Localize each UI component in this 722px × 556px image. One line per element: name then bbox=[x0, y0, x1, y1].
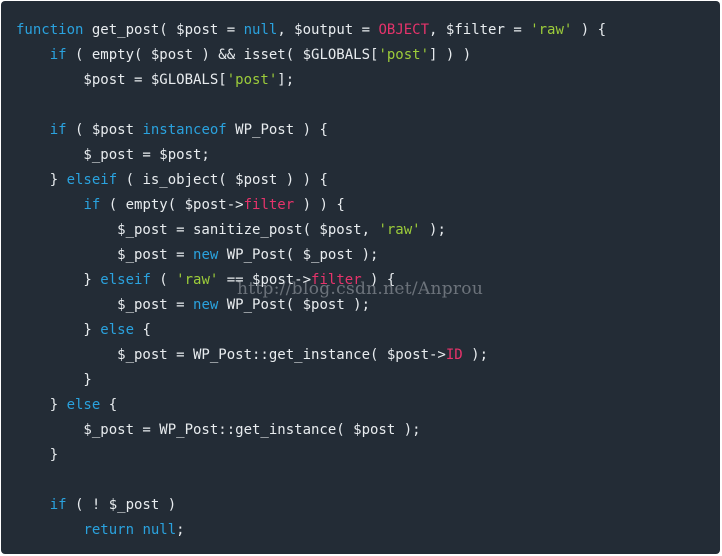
code-token-text bbox=[16, 197, 83, 213]
code-token-keyword: null bbox=[142, 522, 177, 538]
code-token-text: } bbox=[16, 397, 67, 413]
code-token-text: ) { bbox=[572, 22, 607, 38]
code-token-keyword: null bbox=[243, 22, 278, 38]
code-token-string: 'raw' bbox=[176, 272, 219, 288]
code-token-constant: filter bbox=[243, 197, 295, 213]
code-token-keyword: elseif bbox=[100, 272, 151, 288]
code-token-text: } bbox=[16, 447, 59, 463]
code-token-text: $_post = bbox=[16, 297, 194, 313]
code-token-text: } bbox=[16, 322, 101, 338]
code-token-text bbox=[16, 122, 50, 138]
code-token-constant: OBJECT bbox=[378, 22, 430, 38]
code-token-text bbox=[16, 47, 50, 63]
code-line: } else { bbox=[16, 393, 606, 418]
code-line: $_post = new WP_Post( $post ); bbox=[16, 293, 606, 318]
code-token-keyword: else bbox=[100, 322, 135, 338]
code-token-text bbox=[16, 522, 83, 538]
code-token-keyword: if bbox=[83, 197, 101, 213]
code-line: $_post = WP_Post::get_instance( $post->I… bbox=[16, 343, 606, 368]
code-token-keyword: if bbox=[49, 122, 67, 138]
code-token-text: ( bbox=[150, 272, 177, 288]
code-token-constant: filter bbox=[311, 272, 362, 288]
code-token-keyword: if bbox=[49, 497, 67, 513]
code-line: } bbox=[16, 368, 606, 393]
code-token-text: WP_Post ) { bbox=[226, 122, 328, 138]
code-token-text: } bbox=[16, 372, 92, 388]
code-line: $_post = $post; bbox=[16, 143, 606, 168]
code-token-string: 'post' bbox=[226, 72, 278, 88]
code-token-text: $_post = $post; bbox=[16, 147, 210, 163]
code-token-keyword: elseif bbox=[66, 172, 118, 188]
code-token-keyword: function bbox=[16, 22, 84, 38]
code-token-text: ) ) { bbox=[294, 197, 345, 213]
code-token-text: WP_Post( $_post ); bbox=[218, 247, 379, 263]
code-token-text: , $filter = bbox=[429, 22, 531, 38]
code-line: } elseif ( 'raw' == $post->filter ) { bbox=[16, 268, 606, 293]
code-token-text: $_post = WP_Post::get_instance( $post-> bbox=[16, 347, 446, 363]
code-token-text: ); bbox=[462, 347, 489, 363]
code-line: return null; bbox=[16, 518, 606, 543]
code-line: $post = $GLOBALS['post']; bbox=[16, 68, 606, 93]
code-line: $_post = sanitize_post( $post, 'raw' ); bbox=[16, 218, 606, 243]
code-token-text: == $post-> bbox=[218, 272, 312, 288]
code-token-text: ( empty( $post ) && isset( $GLOBALS[ bbox=[66, 47, 379, 63]
code-token-text: { bbox=[100, 397, 118, 413]
code-token-text: WP_Post( $post ); bbox=[218, 297, 371, 313]
code-token-text: $_post = sanitize_post( $post, bbox=[16, 222, 379, 238]
code-token-text: ( is_object( $post ) ) { bbox=[117, 172, 328, 188]
code-token-keyword: new bbox=[193, 247, 219, 263]
code-line: $_post = WP_Post::get_instance( $post ); bbox=[16, 418, 606, 443]
code-token-text: ]; bbox=[277, 72, 295, 88]
code-line: if ( $post instanceof WP_Post ) { bbox=[16, 118, 606, 143]
code-token-text: get_post( $post = bbox=[83, 22, 244, 38]
code-token-text: ) { bbox=[361, 272, 396, 288]
code-line: if ( empty( $post ) && isset( $GLOBALS['… bbox=[16, 43, 606, 68]
code-token-string: 'post' bbox=[378, 47, 430, 63]
code-token-keyword: return bbox=[83, 522, 135, 538]
code-token-text: $_post = WP_Post::get_instance( $post ); bbox=[16, 422, 421, 438]
code-line: $_post = new WP_Post( $_post ); bbox=[16, 243, 606, 268]
code-line bbox=[16, 93, 606, 118]
code-token-text bbox=[16, 497, 50, 513]
code-token-text: $_post = bbox=[16, 247, 194, 263]
code-line bbox=[16, 468, 606, 493]
code-token-text: ( ! $_post ) bbox=[66, 497, 177, 513]
code-token-text: ( empty( $post-> bbox=[100, 197, 244, 213]
code-token-text: } bbox=[16, 272, 101, 288]
code-token-text: ] ) ) bbox=[429, 47, 472, 63]
code-token-keyword: else bbox=[66, 397, 101, 413]
code-token-text: ); bbox=[420, 222, 446, 238]
code-token-text: $post = $GLOBALS[ bbox=[16, 72, 227, 88]
code-token-string: 'raw' bbox=[530, 22, 573, 38]
code-line: if ( ! $_post ) bbox=[16, 493, 606, 518]
code-token-text: ; bbox=[176, 522, 185, 538]
code-token-text: } bbox=[16, 172, 67, 188]
code-token-string: 'raw' bbox=[378, 222, 421, 238]
code-token-text: { bbox=[134, 322, 151, 338]
code-token-keyword: instanceof bbox=[142, 122, 227, 138]
code-token-text: , $output = bbox=[277, 22, 379, 38]
code-token-text: ( $post bbox=[66, 122, 143, 138]
code-token-constant: ID bbox=[445, 347, 463, 363]
code-line: } elseif ( is_object( $post ) ) { bbox=[16, 168, 606, 193]
code-line: } else { bbox=[16, 318, 606, 343]
code-token-keyword: if bbox=[49, 47, 67, 63]
code-token-keyword: new bbox=[193, 297, 219, 313]
code-line: if ( empty( $post->filter ) ) { bbox=[16, 193, 606, 218]
code-line: } bbox=[16, 443, 606, 468]
code-block: function get_post( $post = null, $output… bbox=[16, 18, 606, 543]
code-line: function get_post( $post = null, $output… bbox=[16, 18, 606, 43]
